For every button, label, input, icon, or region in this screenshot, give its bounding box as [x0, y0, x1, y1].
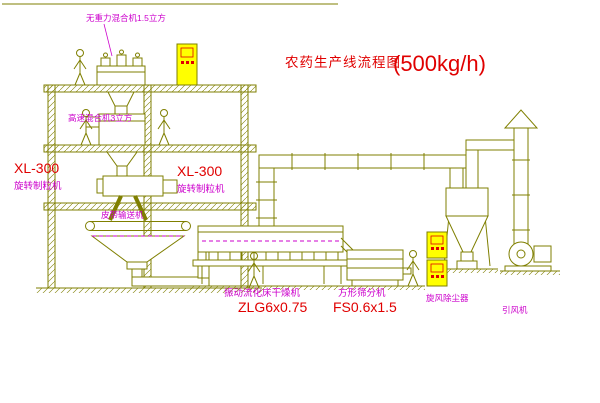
label-granulator-mid-name: 旋转制粒机 [177, 183, 225, 195]
page-title-capacity: (500kg/h) [393, 51, 486, 76]
high-speed-mixer [85, 113, 146, 177]
fluid-bed-dryer [192, 225, 348, 284]
label-fluid-bed-dryer-model: ZLG6x0.75 [238, 299, 307, 315]
label-cyclone: 旋风除尘器 [426, 293, 469, 303]
label-leader-line [103, 23, 113, 57]
belt-conveyor [85, 221, 191, 231]
label-square-sifter-model: FS0.6x1.5 [333, 299, 397, 315]
label-square-sifter: 方形筛分机 [338, 287, 386, 299]
label-granulator-mid-model: XL-300 [177, 163, 222, 179]
exhaust-stack [465, 109, 539, 249]
gravity-mixer [96, 49, 146, 115]
worker-figure-1 [73, 49, 87, 86]
worker-figure-3 [157, 109, 171, 146]
control-cabinet-right-1 [426, 231, 448, 259]
exhaust-duct [256, 153, 472, 227]
label-gravity-mixer: 无重力混合机1.5立方 [86, 13, 166, 23]
label-fan: 引风机 [502, 305, 528, 315]
square-sifter [340, 237, 412, 286]
rotary-granulator [96, 175, 178, 221]
label-granulator-left-model: XL-300 [14, 160, 59, 176]
page-title: 农药生产线流程图 [285, 55, 401, 70]
induced-draft-fan [500, 241, 560, 275]
label-high-speed-mixer: 高速混合机3立方 [68, 113, 132, 123]
ground-line [190, 285, 425, 290]
building-structure [36, 84, 262, 293]
label-belt-conveyor: 皮带输送机 [101, 210, 144, 220]
label-granulator-left-name: 旋转制粒机 [14, 180, 62, 192]
control-cabinet-right-2 [426, 259, 448, 287]
control-cabinet-top [176, 43, 198, 86]
label-fluid-bed-dryer: 振动流化床干燥机 [224, 287, 301, 299]
